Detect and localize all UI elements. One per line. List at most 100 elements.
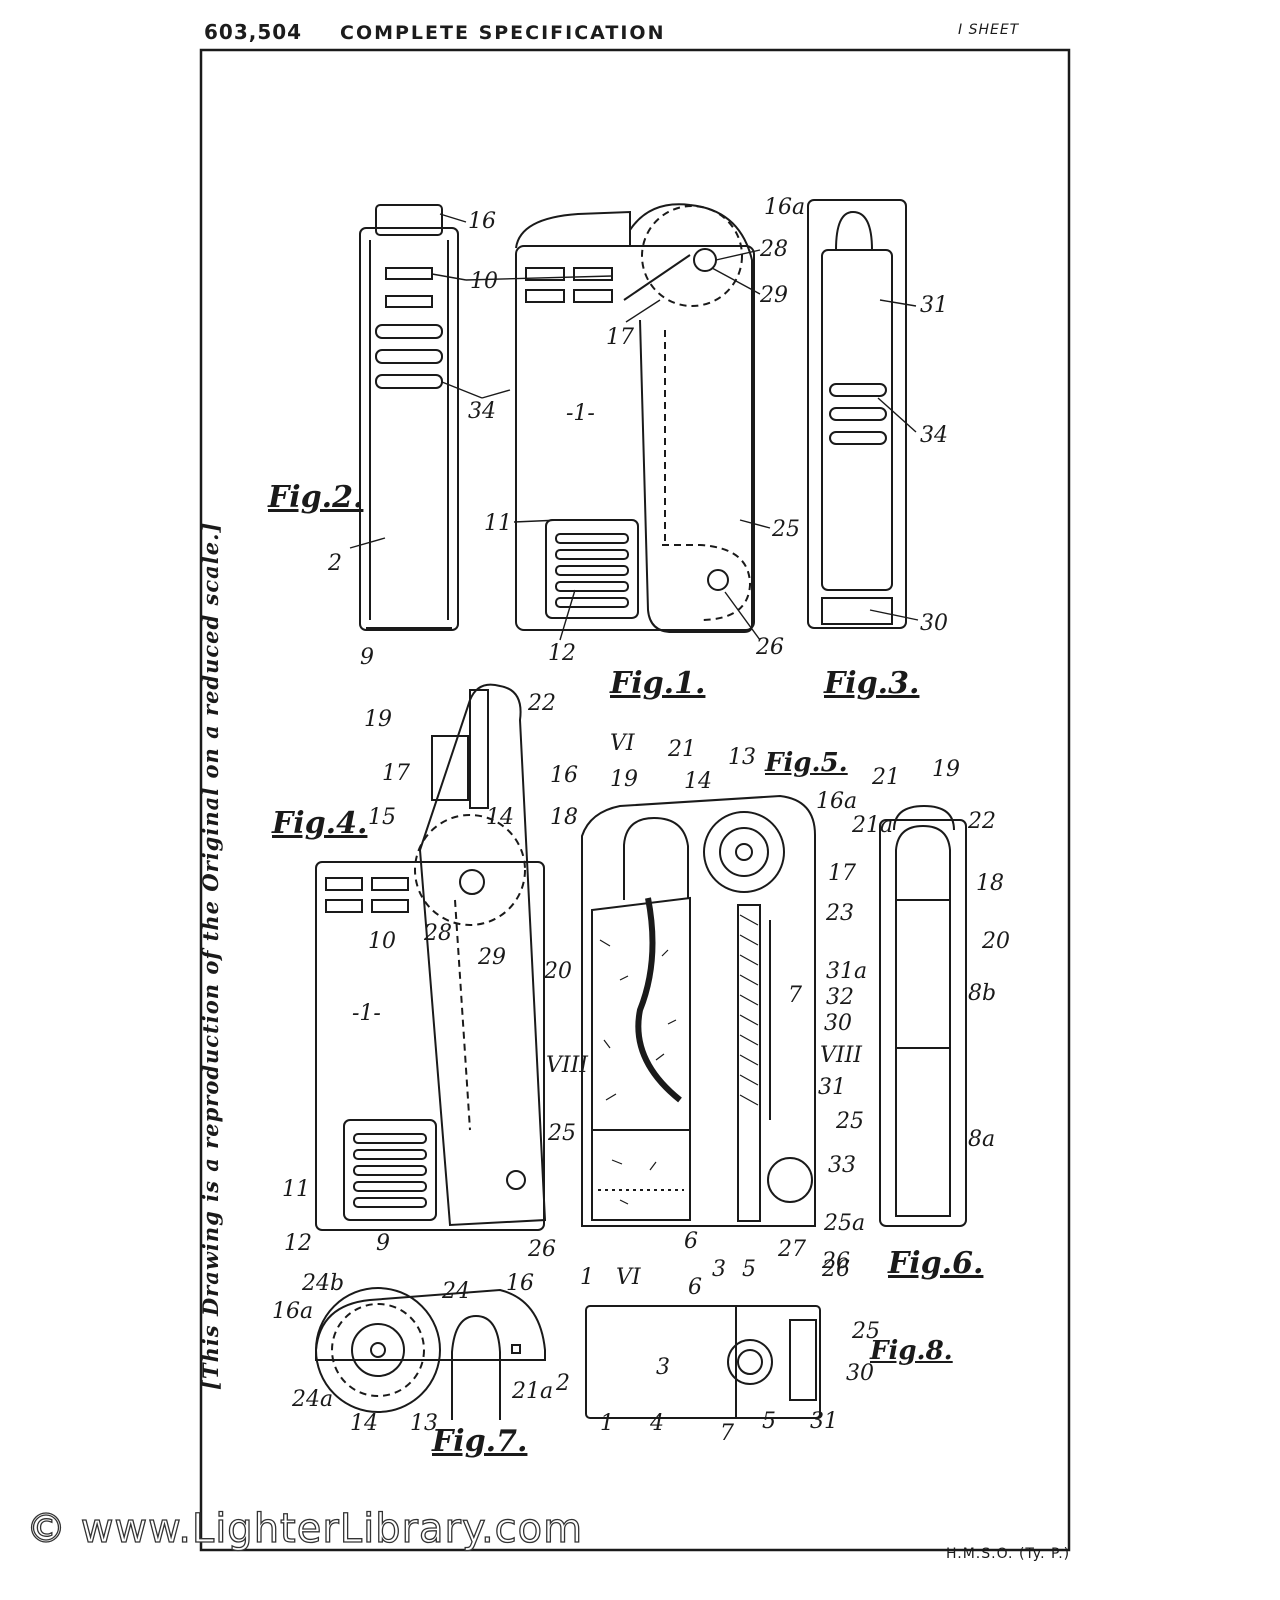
sheet-border: [199, 48, 1071, 1552]
callout-24a: 24a: [291, 1387, 333, 1412]
callout-21a-fig7: 21a: [511, 1379, 553, 1404]
callout-31a: 31a: [826, 959, 867, 984]
callout-11-fig4: 11: [282, 1177, 310, 1202]
callout-section-VIII-right: VIII: [820, 1043, 863, 1068]
callout-17: 17: [606, 325, 634, 350]
callout-section-VI-bottom: VI: [616, 1265, 642, 1290]
callout-section-VIII-left: VIII: [546, 1053, 589, 1078]
figure-3-drawing: [807, 199, 907, 629]
callout-section-VI-top: VI: [610, 731, 636, 756]
callout-17-fig4: 17: [382, 761, 410, 786]
callout-21a: 21a: [851, 813, 893, 838]
figure-1-drawing: [515, 203, 755, 633]
reduced-scale-note: [This Drawing is a reproduction of the O…: [198, 521, 223, 1390]
callout-27: 27: [777, 1237, 806, 1262]
figure-5-label: Fig.5.: [765, 748, 848, 778]
figure-6-drawing: [879, 804, 967, 1227]
callout-4: 4: [649, 1411, 664, 1436]
callout-19-fig6: 19: [932, 757, 960, 782]
callout-9: 9: [360, 645, 374, 670]
callout-20-fig6: 20: [981, 929, 1010, 954]
figure-8-label: Fig.8.: [870, 1336, 953, 1366]
callout-28-fig4: 28: [423, 921, 452, 946]
callout-7: 7: [788, 983, 802, 1008]
callout-26-fig8: 26: [821, 1257, 850, 1282]
callout-2-fig8: 2: [555, 1371, 570, 1396]
callout-29-fig4: 29: [477, 945, 506, 970]
callout-3-fig8: 3: [656, 1355, 670, 1380]
watermark: © www.LighterLibrary.com: [25, 1505, 584, 1552]
figure-4-label: Fig.4.: [272, 806, 368, 841]
callout-34-fig3: 34: [920, 423, 948, 448]
printer-mark: H.M.S.O. (Ty. P.): [946, 1546, 1071, 1562]
callout-1-fig8: 1: [600, 1411, 614, 1436]
callout-10-fig4: 10: [368, 929, 396, 954]
callout-21-fig6: 21: [871, 765, 900, 790]
figure-7-drawing: [315, 1287, 546, 1420]
figure-6-label: Fig.6.: [888, 1246, 984, 1281]
callout-31-fig8: 31: [810, 1409, 838, 1434]
callout-14-fig5: 14: [684, 769, 712, 794]
callout-25-fig8: 25: [851, 1319, 880, 1344]
callout-9-fig4: 9: [376, 1231, 390, 1256]
callout-16: 16: [468, 209, 496, 234]
callout-14: 14: [486, 805, 514, 830]
callout-25-fig4: 25: [547, 1121, 576, 1146]
leader-lines: [349, 211, 919, 641]
callout-33: 33: [828, 1153, 856, 1178]
callout-26-fig4: 26: [527, 1237, 556, 1262]
callout-22-fig6: 22: [967, 809, 996, 834]
figure-1-label: Fig.1.: [610, 666, 706, 701]
figure-2-drawing: [359, 204, 459, 631]
callout-16a: 16a: [764, 195, 805, 220]
figure-7-label: Fig.7.: [432, 1424, 528, 1459]
callout-16a-fig5: 16a: [816, 789, 857, 814]
callout-24b: 24b: [301, 1271, 344, 1296]
callout-8b: 8b: [968, 981, 996, 1006]
callout-29: 29: [759, 283, 788, 308]
callout-1-fig4: -1-: [352, 1001, 381, 1026]
callout-7-fig8: 7: [720, 1421, 734, 1446]
callout-13: 13: [728, 745, 756, 770]
callout-8a: 8a: [968, 1127, 995, 1152]
callout-1-fig1: -1-: [566, 401, 595, 426]
callout-3-fig8-top: 3: [712, 1257, 726, 1282]
callout-6-fig8: 6: [688, 1275, 702, 1300]
callout-25-fig5: 25: [835, 1109, 864, 1134]
figure-3-label: Fig.3.: [824, 666, 920, 701]
callout-34: 34: [468, 399, 496, 424]
callout-26-fig5: 26: [821, 1249, 850, 1274]
callout-18-fig6: 18: [976, 871, 1004, 896]
callout-13-fig7: 13: [410, 1411, 438, 1436]
callout-15: 15: [368, 805, 396, 830]
callout-10: 10: [470, 269, 498, 294]
callout-16-fig4: 16: [550, 763, 578, 788]
callout-2: 2: [327, 551, 342, 576]
callout-6: 6: [684, 1229, 698, 1254]
callout-12-fig4: 12: [284, 1231, 312, 1256]
callout-20: 20: [543, 959, 572, 984]
callout-11: 11: [484, 511, 512, 536]
callout-1-fig8-top: 1: [580, 1265, 594, 1290]
callout-30: 30: [920, 611, 948, 636]
callout-16a-fig7: 16a: [272, 1299, 313, 1324]
callout-30-fig8: 30: [846, 1361, 874, 1386]
callout-26: 26: [755, 635, 784, 660]
callout-31-fig5: 31: [818, 1075, 846, 1100]
callout-28: 28: [759, 237, 788, 262]
specification-title: COMPLETE SPECIFICATION: [340, 22, 666, 44]
callout-25: 25: [771, 517, 800, 542]
callout-17-fig5: 17: [828, 861, 856, 886]
callout-16-fig7: 16: [506, 1271, 534, 1296]
callout-5-fig8-top: 5: [742, 1257, 756, 1282]
callout-30-fig5: 30: [824, 1011, 852, 1036]
callout-19: 19: [364, 707, 392, 732]
figure-5-drawing: [581, 794, 816, 1227]
callout-18: 18: [550, 805, 578, 830]
sheet-label: I SHEET: [958, 22, 1020, 38]
callout-22: 22: [527, 691, 556, 716]
callout-12: 12: [548, 641, 576, 666]
patent-number: 603,504: [204, 20, 303, 44]
callout-21: 21: [667, 737, 696, 762]
